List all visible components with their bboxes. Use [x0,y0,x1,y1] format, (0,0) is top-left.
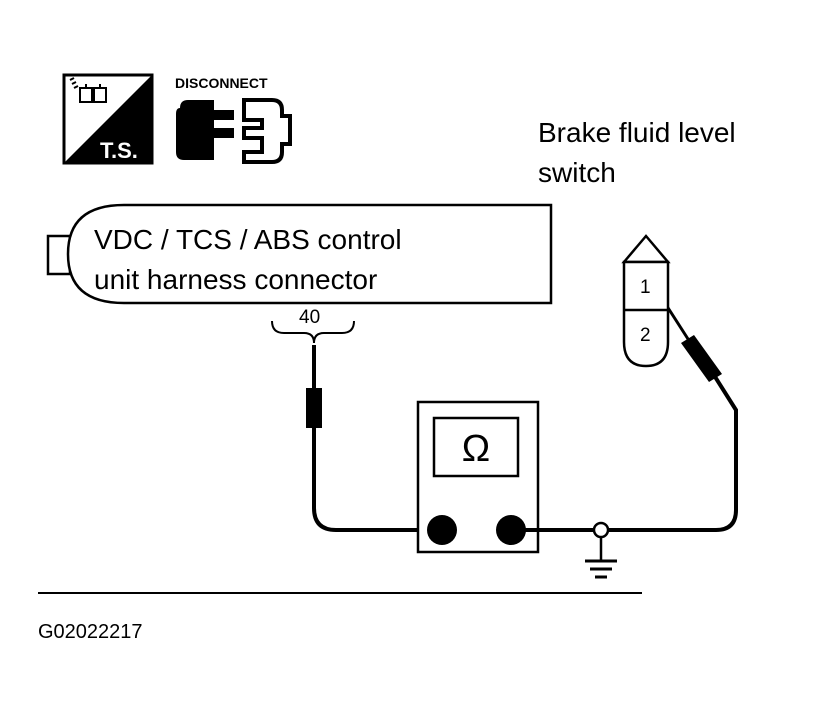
test-symbol-icon: T.S. [62,73,154,165]
control-unit-connector [46,203,553,305]
ohm-symbol: Ω [462,428,490,470]
terminal-brace [271,320,355,344]
ground-icon [585,521,617,579]
switch-terminal-2: 2 [640,325,651,346]
control-unit-label-line1: VDC / TCS / ABS control [94,224,402,255]
brake-fluid-switch-connector [621,234,671,368]
disconnect-label: DISCONNECT [175,75,268,91]
switch-terminal-1: 1 [640,277,651,298]
switch-title-line1: Brake fluid level [538,117,736,148]
left-probe-wire [306,345,440,532]
control-unit-label-line2: unit harness connector [94,264,377,295]
figure-id: G02022217 [38,621,143,643]
test-symbol-label: T.S. [100,138,138,163]
terminal-40-label: 40 [299,307,320,328]
disconnect-connector-icon: DISCONNECT [175,75,292,164]
ohmmeter-icon: Ω [416,400,540,554]
meter-terminal-left [427,515,457,545]
switch-title-line2: switch [538,157,616,188]
